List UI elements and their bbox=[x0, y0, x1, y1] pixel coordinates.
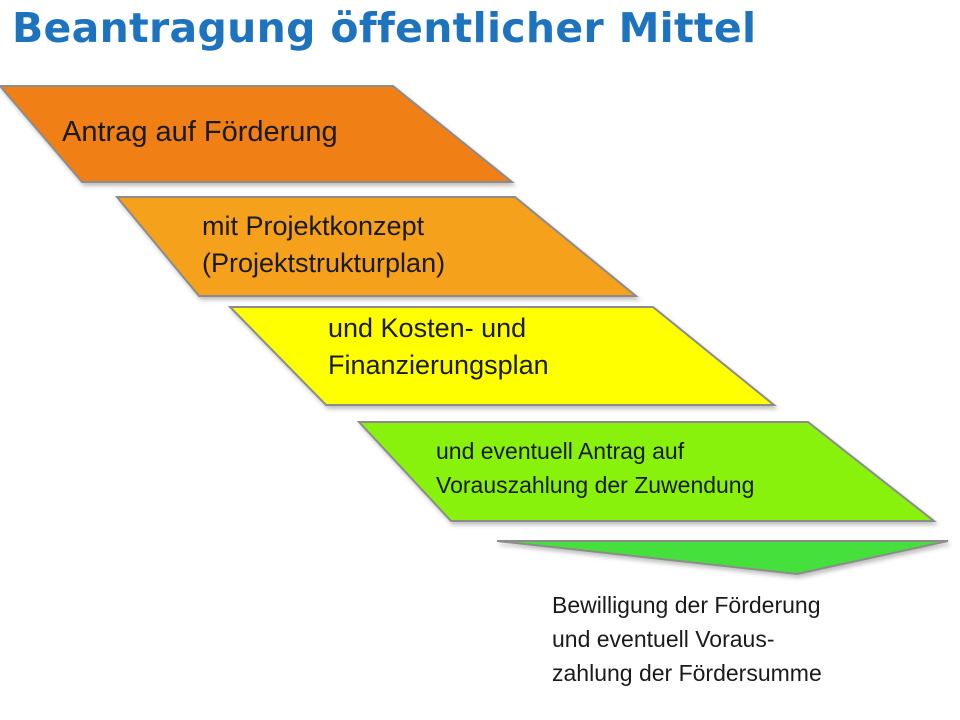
step-4-label: und eventuell Antrag auf Vorauszahlung d… bbox=[436, 434, 754, 502]
step-2-parallelogram bbox=[114, 196, 639, 297]
step-4-parallelogram bbox=[356, 421, 937, 522]
result-text: Bewilligung der Förderung und eventuell … bbox=[552, 588, 822, 690]
step-4-line-1: und eventuell Antrag auf bbox=[436, 438, 685, 464]
step-1-line-1: Antrag auf Förderung bbox=[62, 116, 338, 148]
result-arrow-triangle bbox=[496, 540, 949, 576]
step-3-label: und Kosten- und Finanzierungsplan bbox=[328, 310, 549, 384]
step-2-label: mit Projektkonzept (Projektstrukturplan) bbox=[202, 208, 445, 282]
step-3-line-2: Finanzierungsplan bbox=[328, 350, 549, 380]
step-2-line-1: mit Projektkonzept bbox=[202, 211, 425, 241]
page-title: Beantragung öffentlicher Mittel bbox=[12, 4, 757, 52]
result-line-1: Bewilligung der Förderung bbox=[552, 592, 821, 618]
step-4-line-2: Vorauszahlung der Zuwendung bbox=[436, 472, 755, 498]
step-2-line-2: (Projektstrukturplan) bbox=[202, 248, 446, 278]
step-1-parallelogram bbox=[0, 85, 515, 183]
step-1-label: Antrag auf Förderung bbox=[62, 116, 338, 149]
step-3-line-1: und Kosten- und bbox=[328, 313, 527, 343]
step-3-parallelogram bbox=[227, 306, 777, 406]
result-line-2: und eventuell Voraus- bbox=[552, 626, 775, 652]
result-line-3: zahlung der Fördersumme bbox=[552, 660, 822, 686]
